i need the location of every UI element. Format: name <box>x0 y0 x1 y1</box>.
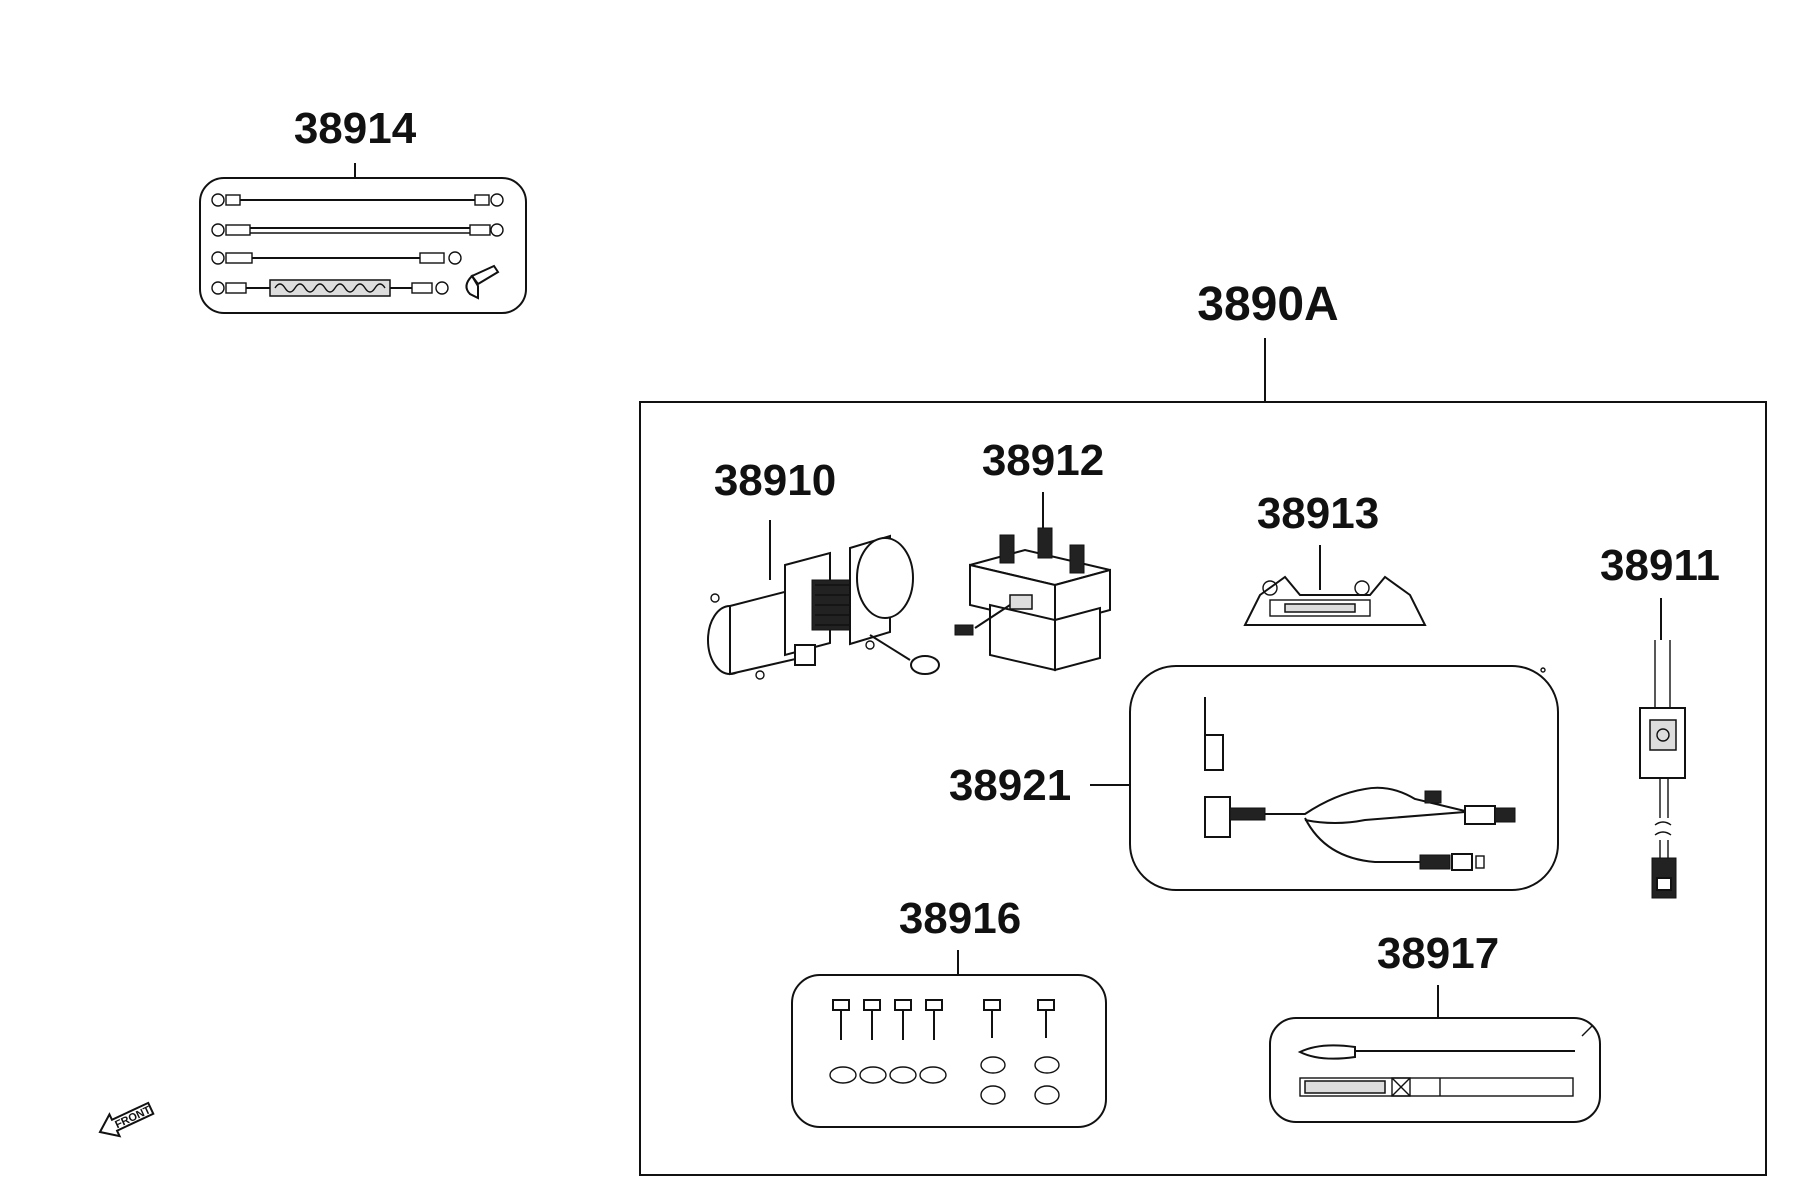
strap-kit-frame <box>1269 1017 1601 1123</box>
part-label-38916: 38916 <box>899 894 1021 943</box>
contactor-illustration <box>954 527 1111 672</box>
kit-frame <box>639 401 1767 1176</box>
bolts-nuts-washers-illustration <box>829 999 1060 1105</box>
part-label-38917: 38917 <box>1377 929 1499 978</box>
wire-harness-illustration <box>1204 667 1546 871</box>
front-marker-label: FRONT <box>113 1104 153 1131</box>
part-label-38914: 38914 <box>294 104 417 153</box>
part-label-38912: 38912 <box>982 436 1104 485</box>
part-group-38921[interactable]: 38921 <box>949 665 1559 891</box>
winch-illustration <box>707 534 940 680</box>
part-group-38912[interactable]: 38912 <box>954 436 1111 672</box>
part-label-38911: 38911 <box>1600 541 1720 590</box>
part-label-38913: 38913 <box>1257 489 1379 538</box>
hardware-kit-frame <box>791 974 1107 1128</box>
part-group-38910[interactable]: 38910 <box>707 456 940 680</box>
fairlead-illustration <box>1243 575 1427 626</box>
strap-tag-illustration <box>1297 1025 1593 1097</box>
part-label-38921: 38921 <box>949 761 1071 810</box>
part-group-38917[interactable]: 38917 <box>1269 929 1601 1123</box>
remote-switch-illustration <box>1639 640 1686 899</box>
part-group-38913[interactable]: 38913 <box>1243 489 1427 626</box>
wire-harness-frame <box>1129 665 1559 891</box>
battery-cable-illustration <box>211 193 504 300</box>
front-direction-marker: FRONT <box>98 1101 155 1138</box>
part-group-38914[interactable]: 38914 <box>199 104 527 314</box>
part-label-38910: 38910 <box>714 456 836 505</box>
part-group-38916[interactable]: 38916 <box>791 894 1107 1128</box>
cable-set-frame <box>199 177 527 314</box>
kit-group-3890A[interactable]: 3890A <box>639 278 1767 1176</box>
part-group-38911[interactable]: 38911 <box>1600 541 1720 899</box>
front-arrow-icon <box>98 1101 155 1138</box>
kit-label-3890A: 3890A <box>1197 278 1338 331</box>
